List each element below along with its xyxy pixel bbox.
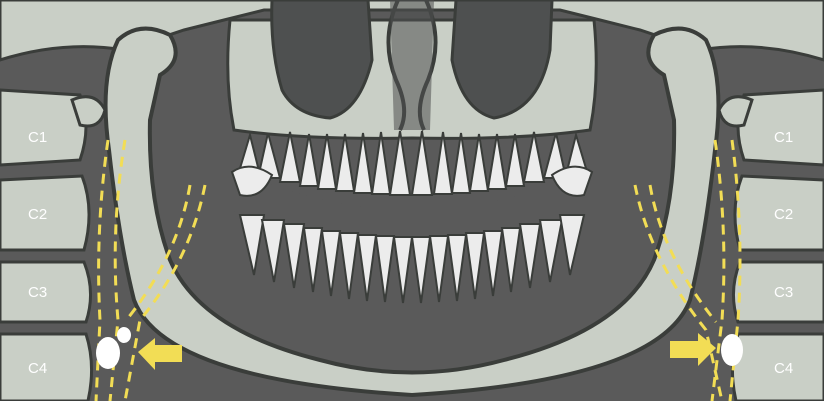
vertebra-label-right-c4: C4	[774, 360, 793, 377]
vertebra-label-left-c1: C1	[28, 129, 47, 146]
calcification-right	[721, 334, 743, 366]
calcification-left-small	[117, 327, 131, 343]
vertebra-label-left-c2: C2	[28, 206, 47, 223]
vertebra-label-right-c1: C1	[774, 129, 793, 146]
nasal-cavity	[390, 0, 434, 130]
vertebra-label-left-c3: C3	[28, 284, 47, 301]
vertebra-label-right-c3: C3	[774, 284, 793, 301]
vertebra-label-right-c2: C2	[774, 206, 793, 223]
calcification-right-large	[721, 334, 743, 366]
calcification-left-large	[96, 337, 120, 369]
vertebra-label-left-c4: C4	[28, 360, 47, 377]
